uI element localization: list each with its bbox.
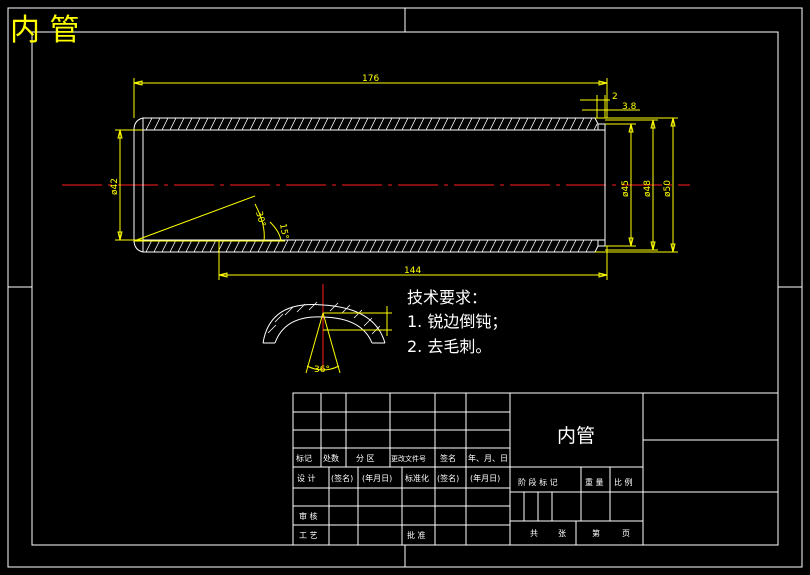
dim-diameter-48: ø48 [643,180,653,197]
dimension-lines: 176 144 2 3.8 ø42 ø45 ø48 [110,74,678,280]
tb-process: 工 艺 [299,531,318,540]
dim-chamfer-small: 2 [612,92,618,102]
tb-mark-2: 分 区 [356,454,375,463]
outer-border [7,7,803,568]
dim-diameter-50: ø50 [663,180,673,197]
tb-mark-1: 处数 [323,453,339,463]
tb-design-3: 标准化 [405,473,429,483]
inner-border [31,31,779,546]
dim-angle-15: 15° [277,223,290,240]
dim-chamfer-length: 3.8 [622,102,637,112]
dim-angle-30: 30° [253,210,267,228]
tb-review: 审 核 [299,511,318,521]
tb-mark-5: 年、月、日 [468,453,508,463]
tb-stage-mark: 阶 段 标 记 [518,477,558,487]
tb-approve: 批 准 [407,530,426,540]
title-block: 内管 标记 处数 分 区 更改文件号 签名 年、月、日 设 计 (签名) (年月… [292,392,779,546]
tb-design-4: (签名) [437,473,459,483]
tech-item-1: 1. 锐边倒钝； [407,312,507,331]
dim-total-length: 176 [362,74,379,84]
tb-sheet-unit-1: 张 [558,529,566,538]
left-end-outline [133,117,144,253]
tb-mark-4: 签名 [440,453,456,463]
tb-sheet-no: 第 [592,528,600,538]
top-wall-outline [142,117,606,131]
tb-design-0: 设 计 [297,473,316,483]
bottom-wall-outline [142,239,606,253]
tb-design-5: (年月日) [470,473,500,483]
detail-outer-arc [262,303,386,344]
detail-view: 36° [262,284,392,375]
corner-title: 内 管 [10,13,80,48]
dim-inner-length: 144 [404,266,421,276]
tb-weight: 重 量 [585,477,604,487]
tech-heading: 技术要求： [407,288,487,307]
tb-scale: 比 例 [614,477,633,487]
tb-sheet-total: 共 [530,529,538,538]
detail-inner-arc [274,316,373,344]
drawing-frame [7,7,803,568]
tb-mark-3: 更改文件号 [391,454,426,463]
dim-diameter-45: ø45 [621,180,631,197]
hatch-pattern [145,117,598,253]
dim-diameter-42: ø42 [110,178,120,195]
tech-requirements: 技术要求： 1. 锐边倒钝； 2. 去毛刺。 [407,288,507,356]
dim-angle-36: 36° [314,365,330,375]
tb-sheet-unit-2: 页 [622,529,630,538]
tb-design-2: (年月日) [362,473,392,483]
title-part-name: 内管 [557,425,595,447]
tb-design-1: (签名) [331,473,353,483]
tb-mark-0: 标记 [296,453,312,463]
tech-item-2: 2. 去毛刺。 [407,337,491,356]
